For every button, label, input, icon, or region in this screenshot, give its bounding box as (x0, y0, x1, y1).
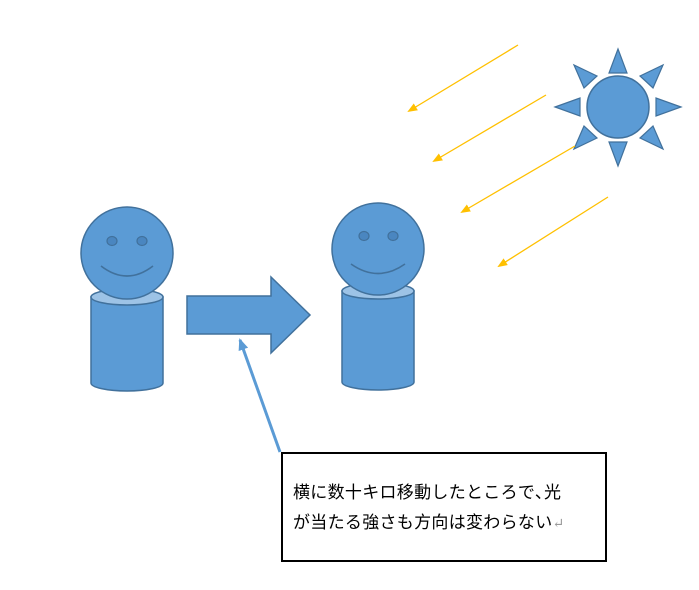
cylinder-body-right (341, 282, 415, 391)
light-ray-arrow-icon (497, 196, 609, 268)
sun-icon (553, 47, 683, 168)
light-rays (407, 44, 609, 268)
callout-line-1: 横に数十キロ移動したところで､光 (293, 483, 562, 503)
callout-textbox: 横に数十キロ移動したところで､光 が当たる強さも方向は変わらない↵ (281, 452, 607, 562)
smiley-face-left (80, 206, 174, 300)
return-mark-icon: ↵ (552, 516, 565, 532)
person-right (331, 202, 425, 391)
light-ray-arrow-icon (407, 44, 519, 113)
light-ray-arrow-icon (432, 94, 547, 163)
cylinder-body-left (90, 288, 164, 392)
callout-line-2-text: が当たる強さも方向は変わらない (293, 513, 553, 533)
light-ray-arrow-icon (460, 145, 576, 214)
callout-line-2: が当たる強さも方向は変わらない↵ (293, 508, 595, 539)
right-block-arrow-icon (186, 275, 312, 355)
person-left (80, 206, 174, 392)
smiley-face-right (331, 202, 425, 296)
callout-pointer-arrow (238, 338, 282, 453)
